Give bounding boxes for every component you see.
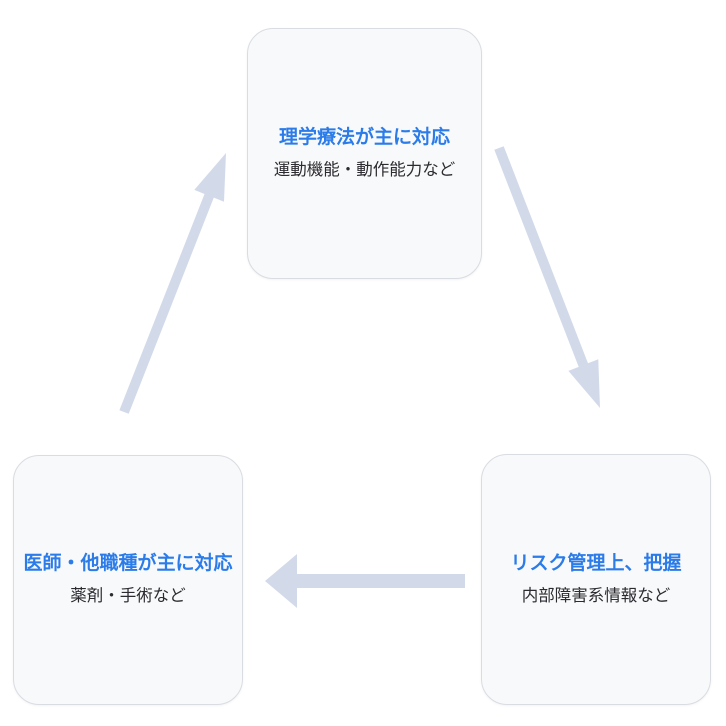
arrow-physical-therapy-to-risk-icon: [494, 146, 600, 408]
node-physical-therapy: 理学療法が主に対応 運動機能・動作能力など: [247, 28, 482, 279]
node-physical-therapy-subtitle: 運動機能・動作能力など: [273, 160, 456, 179]
arrow-risk-to-physician-icon: [265, 554, 465, 608]
arrow-physician-to-physical-therapy-icon: [119, 153, 226, 414]
node-physician-others-title: 医師・他職種が主に対応: [23, 553, 233, 575]
node-physician-others: 医師・他職種が主に対応 薬剤・手術など: [13, 455, 243, 705]
node-risk-management-subtitle: 内部障害系情報など: [521, 586, 671, 605]
node-risk-management-title: リスク管理上、把握: [510, 552, 682, 574]
node-risk-management: リスク管理上、把握 内部障害系情報など: [481, 454, 711, 705]
node-physical-therapy-title: 理学療法が主に対応: [278, 126, 450, 148]
node-physician-others-subtitle: 薬剤・手術など: [70, 587, 186, 606]
